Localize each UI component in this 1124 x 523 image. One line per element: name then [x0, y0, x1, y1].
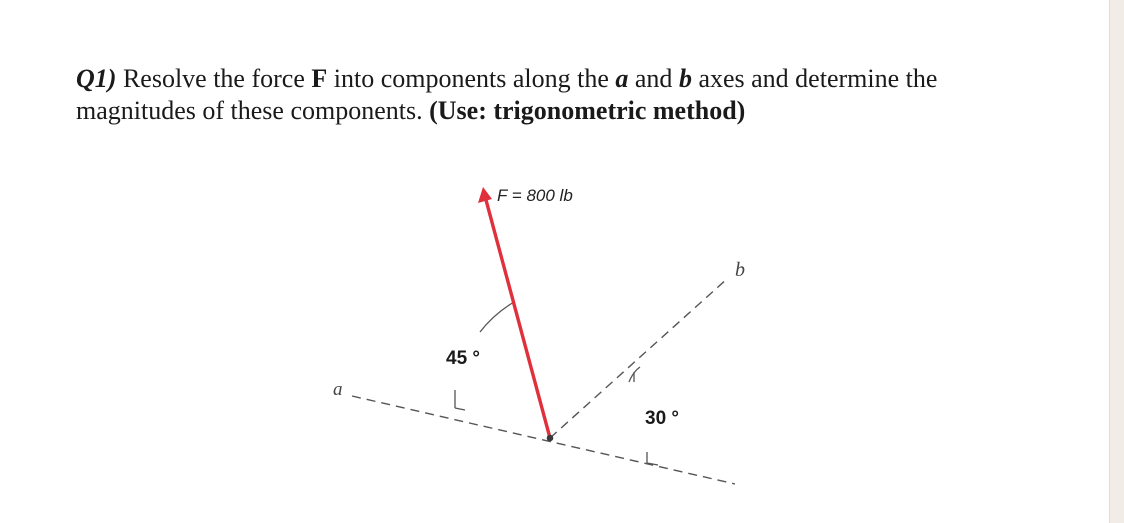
- question-text-part: Resolve the force: [116, 64, 312, 93]
- question-line-1: Q1) Resolve the force F into components …: [76, 63, 1076, 95]
- force-symbol: F: [311, 64, 328, 93]
- question-text-part: axes and determine the: [691, 64, 938, 93]
- axis-b-label: b: [735, 259, 745, 281]
- axis-a-symbol: a: [615, 64, 629, 93]
- right-scroll-strip: [1109, 0, 1124, 523]
- angle-label-45: 45 °: [446, 348, 480, 369]
- question-number: Q1): [76, 64, 117, 93]
- question-text: Q1) Resolve the force F into components …: [76, 63, 1076, 127]
- axis-b-symbol: b: [678, 64, 692, 93]
- question-text-part: and: [628, 64, 679, 93]
- angle-label-30: 30 °: [645, 408, 679, 429]
- force-origin-point: [546, 434, 554, 442]
- force-vector-line: [484, 199, 552, 439]
- angle-arc-45: [479, 301, 515, 333]
- a-axis-line: [351, 395, 736, 485]
- axis-a-label: a: [333, 379, 343, 400]
- angle-tick-45-b: [454, 407, 466, 411]
- force-label: F = 800 lb: [497, 186, 573, 205]
- b-axis-line: [549, 277, 729, 439]
- angle-tick-30-c: [646, 462, 659, 466]
- question-text-part: magnitudes of these components.: [76, 96, 430, 125]
- question-text-part: into components along the: [327, 64, 616, 93]
- question-line-2: magnitudes of these components. (Use: tr…: [76, 95, 1076, 127]
- force-arrowhead: [478, 187, 492, 203]
- method-note: (Use: trigonometric method): [429, 96, 746, 125]
